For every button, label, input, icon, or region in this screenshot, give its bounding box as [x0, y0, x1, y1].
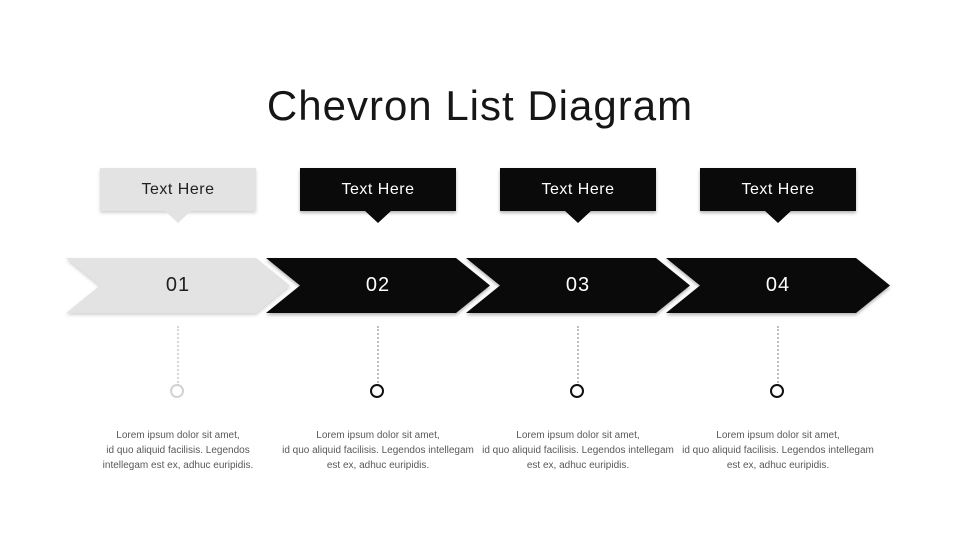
- step-4-chevron-arrow: [666, 258, 890, 313]
- step-1-tab-callout: Text Here: [100, 168, 256, 211]
- step-1-circle-marker: [170, 384, 184, 398]
- step-column-2: Text Here 02 Lorem ipsum dolor sit amet,…: [266, 0, 490, 540]
- step-4-number: 04: [765, 274, 791, 296]
- step-3-tab-pointer: [564, 210, 592, 223]
- step-2-tab-callout: Text Here: [300, 168, 456, 211]
- step-column-3: Text Here 03 Lorem ipsum dolor sit amet,…: [466, 0, 690, 540]
- step-2-description: Lorem ipsum dolor sit amet, id quo aliqu…: [282, 430, 474, 471]
- step-column-4: Text Here 04 Lorem ipsum dolor sit amet,…: [666, 0, 890, 540]
- step-1-dotted-connector: [177, 326, 179, 386]
- step-1-description: Lorem ipsum dolor sit amet, id quo aliqu…: [102, 430, 254, 471]
- step-1-number: 01: [165, 274, 191, 296]
- step-4-tab-callout: Text Here: [700, 168, 856, 211]
- step-1-tab-pointer: [164, 210, 192, 223]
- step-2-tab-pointer: [364, 210, 392, 223]
- step-3-chevron-arrow: [466, 258, 690, 313]
- step-4-description: Lorem ipsum dolor sit amet, id quo aliqu…: [682, 430, 874, 471]
- step-1-chevron-arrow: [66, 258, 290, 313]
- step-4-circle-marker: [770, 384, 784, 398]
- step-3-description: Lorem ipsum dolor sit amet, id quo aliqu…: [482, 430, 674, 471]
- step-2-circle-marker: [370, 384, 384, 398]
- step-2-chevron-arrow: [266, 258, 490, 313]
- step-2-number: 02: [365, 274, 391, 296]
- step-column-1: Text Here 01 Lorem ipsum dolor sit amet,…: [66, 0, 290, 540]
- page-title: Chevron List Diagram: [266, 82, 694, 130]
- step-4-tab-pointer: [764, 210, 792, 223]
- step-3-tab-callout: Text Here: [500, 168, 656, 211]
- step-4-dotted-connector: [777, 326, 779, 386]
- step-3-circle-marker: [570, 384, 584, 398]
- step-2-dotted-connector: [377, 326, 379, 386]
- step-3-dotted-connector: [577, 326, 579, 386]
- step-3-number: 03: [565, 274, 591, 296]
